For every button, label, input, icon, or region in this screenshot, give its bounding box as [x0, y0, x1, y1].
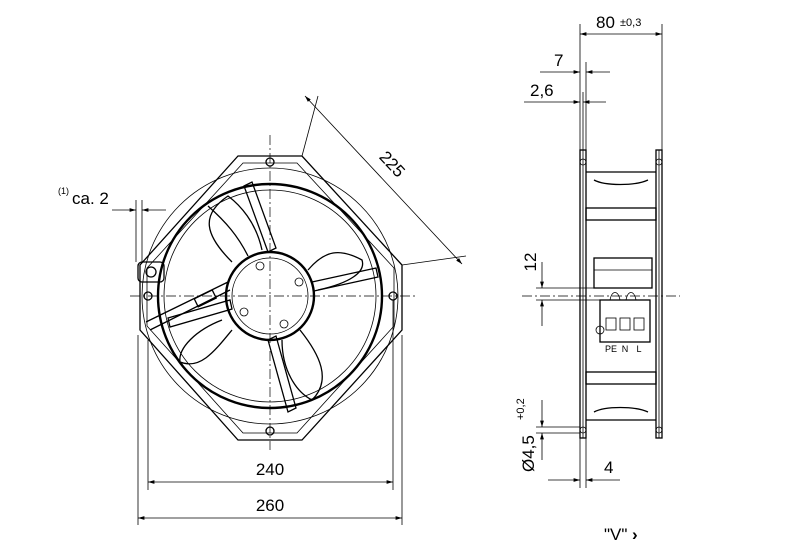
screw-icon: [279, 319, 289, 329]
impeller-blade: [281, 329, 323, 401]
impeller-blade: [208, 195, 263, 263]
mounting-hole-icon: [265, 426, 275, 436]
note-reference: (1): [58, 186, 69, 196]
housing-inner-outline: [146, 162, 395, 434]
housing-contour: [593, 406, 649, 413]
venturi-ring: [156, 182, 384, 410]
stiffening-rib: [585, 371, 657, 385]
dim-4-label: 4: [604, 458, 613, 477]
cable-clamp: [193, 289, 218, 308]
dim-260-label: 260: [256, 496, 284, 515]
impeller-blades: [179, 195, 364, 401]
impeller-tip-circle: [163, 189, 377, 403]
dim-hole-label: Ø4,5: [519, 435, 538, 472]
housing-body: [586, 171, 656, 421]
terminal-box: [599, 299, 651, 343]
terminal-n: [619, 317, 631, 331]
terminal-pe: [605, 317, 617, 331]
terminal-label-l: L: [636, 344, 641, 354]
mounting-hole-icon: [265, 157, 275, 167]
motor-hub-inner: [231, 257, 309, 335]
mounting-hole-icon: [579, 426, 587, 434]
strut: [311, 267, 379, 292]
screw-icon: [239, 307, 249, 317]
dim-225-label: 225: [375, 147, 408, 181]
dim-7-label: 7: [554, 51, 563, 70]
strut: [243, 181, 277, 253]
impeller-blade-edge: [207, 205, 249, 257]
dim-80-tolerance: ±0,3: [620, 17, 641, 29]
cable-gland-nut: [145, 266, 157, 278]
housing-contour: [593, 179, 649, 186]
motor-hub: [224, 250, 316, 342]
front-view: 240 260 225 (1) ca. 2: [58, 95, 467, 525]
mounting-holes: [143, 157, 398, 436]
cable: [149, 289, 231, 331]
cable-gland: [137, 261, 165, 283]
dim-2-6-label: 2,6: [530, 81, 554, 100]
wires: [609, 292, 637, 301]
dim-80-label: 80: [596, 13, 615, 32]
hub-screws: [239, 261, 304, 329]
view-arrow-icon: ›: [632, 525, 638, 544]
mounting-hole-icon: [579, 158, 587, 166]
terminal-label-n: N: [622, 344, 629, 354]
dim-240-label: 240: [256, 460, 284, 479]
mounting-hole-icon: [655, 426, 663, 434]
venturi-outer-ring: [141, 167, 399, 425]
dim-ca2-label: ca. 2: [72, 189, 109, 208]
impeller-blade: [179, 319, 233, 365]
dim-hole-tolerance: +0,2: [515, 398, 527, 420]
motor-capacitor: [593, 257, 653, 289]
dim-line-225: [304, 95, 463, 265]
ground-screw: [595, 325, 605, 335]
strut: [167, 299, 233, 328]
mounting-hole-icon: [655, 158, 663, 166]
dim-12-label: 12: [521, 253, 540, 272]
mounting-hole-icon: [143, 291, 153, 301]
stiffening-rib: [585, 207, 657, 221]
screw-icon: [255, 261, 265, 271]
strut: [267, 335, 297, 413]
screw-icon: [294, 277, 304, 287]
housing-outline: [139, 155, 403, 441]
cable: [145, 281, 229, 323]
side-view: PE N L 80 ±0,3 7 2,6 12: [515, 13, 680, 544]
terminal-label-pe: PE: [605, 344, 617, 354]
impeller-blade: [307, 251, 364, 291]
terminal-l: [633, 317, 645, 331]
extension-line: [301, 95, 319, 157]
extension-line: [401, 255, 467, 266]
view-v-label: "V": [604, 525, 627, 544]
